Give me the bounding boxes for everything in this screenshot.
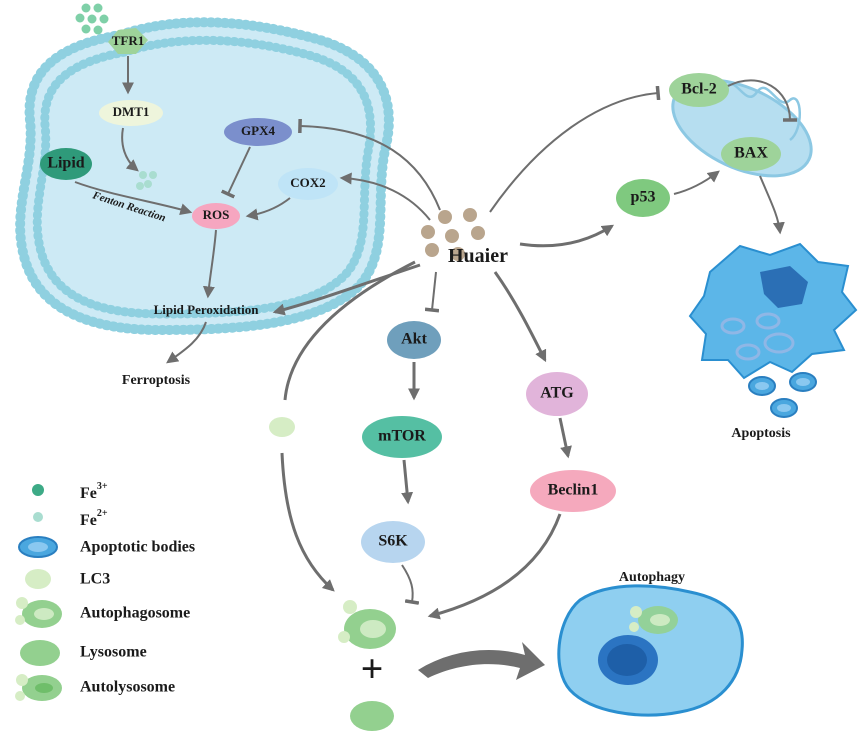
autophagosome-center (338, 600, 396, 649)
lc3-particle (269, 417, 295, 437)
inhibit-huaier-gpx4 (298, 118, 441, 211)
huaier-label: Huaier (448, 245, 508, 267)
legend-fe2: Fe2+ (33, 508, 108, 529)
lipid-peroxidation-label: Lipid Peroxidation (154, 302, 260, 317)
ros-label: ROS (203, 207, 230, 222)
legend-lc3-label: LC3 (80, 571, 110, 588)
legend-fe3: Fe3+ (32, 481, 108, 502)
legend-apoptotic-bodies: Apoptotic bodies (18, 536, 195, 558)
ferroptosis-label: Ferroptosis (122, 373, 191, 388)
inhibit-bcl2-bax (727, 79, 798, 122)
akt-label: Akt (401, 331, 427, 348)
s6k-label: S6K (378, 533, 408, 550)
legend-autolysosome-label: Autolysosome (80, 679, 175, 696)
arrow-mtor-s6k (401, 459, 414, 505)
mtor-node: mTOR (362, 416, 442, 458)
bax-label: BAX (734, 145, 768, 162)
fe3-particles (75, 3, 109, 35)
arrow-dmt1-fe2 (121, 127, 139, 172)
inhibit-huaier-akt (424, 271, 440, 313)
legend-lysosome: Lysosome (20, 640, 147, 666)
legend-fe2-sup: 2+ (97, 508, 108, 519)
plus-sign: + (361, 646, 384, 691)
apoptotic-cell (688, 242, 858, 380)
legend-lysosome-label: Lysosome (80, 644, 147, 661)
akt-node: Akt (387, 321, 441, 359)
legend-fe3-base: Fe (80, 485, 97, 502)
legend-apoptotic-bodies-label: Apoptotic bodies (80, 539, 195, 556)
beclin1-node: Beclin1 (530, 470, 616, 512)
legend-autolysosome: Autolysosome (15, 674, 175, 701)
p53-node: p53 (616, 179, 670, 217)
arrow-p53-bax (673, 170, 720, 195)
svg-text:Fe2+: Fe2+ (80, 508, 108, 528)
inhibit-huaier-bcl2 (489, 85, 661, 213)
bax-node: BAX (721, 137, 781, 171)
cox2-label: COX2 (290, 175, 325, 190)
arrow-huaier-lc3 (283, 260, 416, 401)
dmt1-node: DMT1 (99, 100, 163, 126)
arrow-bax-apoptosis (759, 175, 785, 235)
arrow-huaier-p53 (519, 224, 615, 248)
gpx4-node: GPX4 (224, 118, 292, 146)
lipid-node: Lipid (40, 148, 92, 180)
apoptosis-label: Apoptosis (731, 426, 791, 441)
legend-fe3-sup: 3+ (97, 481, 108, 492)
arrow-huaier-atg (493, 271, 547, 363)
bcl2-label: Bcl-2 (681, 81, 717, 98)
arrow-to-autophagy (418, 642, 545, 680)
arrow-atg-beclin1 (558, 417, 572, 459)
p53-label: p53 (631, 189, 656, 206)
autophagy-label: Autophagy (619, 570, 685, 585)
arrow-ros-lipidperox (202, 229, 217, 299)
ros-node: ROS (192, 203, 240, 229)
arrow-lc3-autophagosome (280, 452, 335, 592)
autophagy-cell (557, 584, 744, 717)
svg-text:Fe3+: Fe3+ (80, 481, 108, 501)
gpx4-label: GPX4 (241, 123, 275, 138)
apoptotic-bodies (748, 372, 817, 418)
arrow-beclin1-autophagosome (427, 513, 562, 620)
cox2-node: COX2 (278, 168, 338, 200)
mtor-label: mTOR (378, 428, 426, 445)
huaier-particles (421, 208, 485, 261)
inhibit-s6k-autophagosome (401, 564, 420, 605)
lysosome-center (350, 701, 394, 731)
tfr1-node: TFR1 (108, 28, 148, 54)
bcl2-node: Bcl-2 (669, 73, 729, 107)
arrow-huaier-cox2 (339, 172, 431, 221)
arrow-cox2-ros (245, 197, 291, 221)
legend: Fe3+ Fe2+ Apoptotic bodies LC3 Autophago… (15, 481, 195, 701)
arrow-lipidperox-ferroptosis (166, 321, 207, 364)
tfr1-label: TFR1 (112, 33, 145, 48)
fe2-particles (136, 171, 157, 190)
inhibit-gpx4-ros (220, 146, 251, 199)
arrow-lipid-ros (74, 181, 193, 215)
atg-node: ATG (526, 372, 588, 416)
dmt1-label: DMT1 (113, 104, 150, 119)
s6k-node: S6K (361, 521, 425, 563)
legend-autophagosome: Autophagosome (15, 597, 190, 628)
legend-autophagosome-label: Autophagosome (80, 605, 190, 622)
arrow-huaier-lipidperox (272, 263, 421, 316)
lipid-label: Lipid (47, 155, 84, 172)
beclin1-label: Beclin1 (548, 482, 599, 499)
legend-fe2-base: Fe (80, 512, 97, 529)
legend-lc3: LC3 (25, 569, 110, 589)
atg-label: ATG (540, 385, 574, 402)
